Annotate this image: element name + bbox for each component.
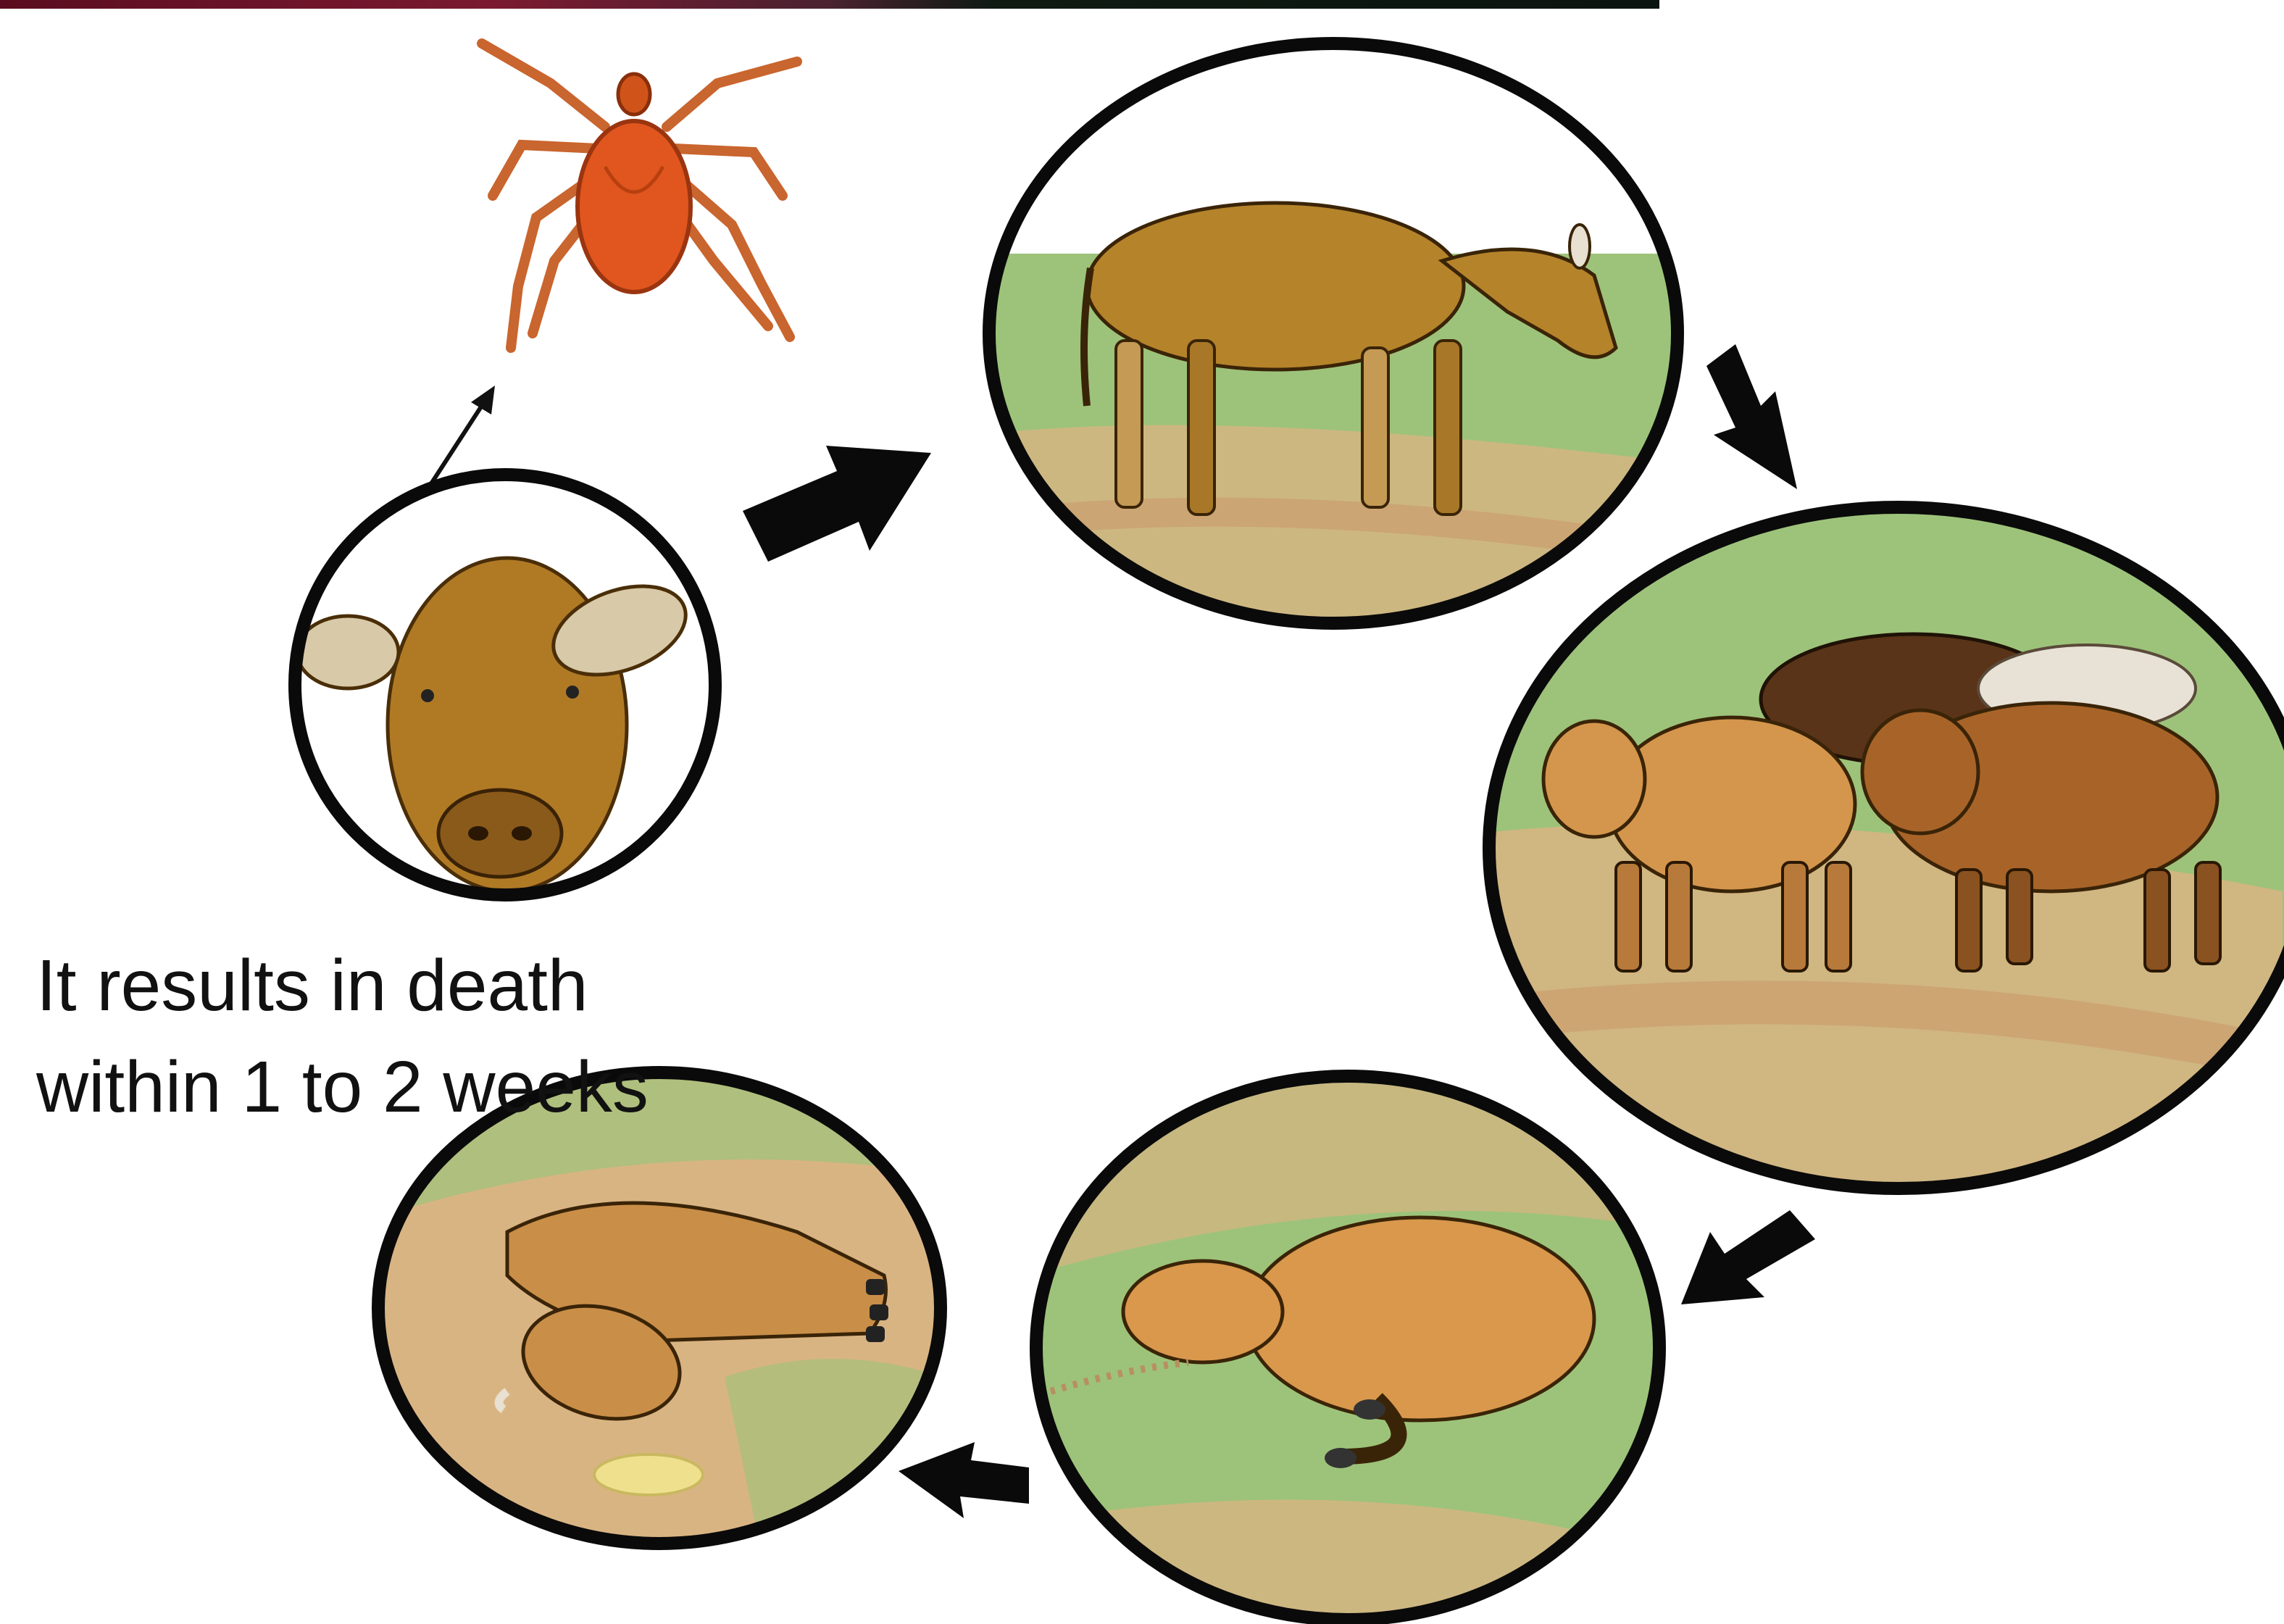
stage-2-cow-walking [978,36,1703,630]
stage-3-herd [1478,500,2284,1196]
arrow-2-down-right [1706,344,1797,489]
arrow-1-right [743,446,931,562]
arrow-3-down-left [1681,1210,1815,1304]
stage-1-infested-cow [290,471,725,906]
stage-5-cow-collapsed [377,1073,942,1551]
tick-icon [482,43,797,348]
arrow-4-left [899,1442,1029,1518]
outcome-caption: It results in death within 1 to 2 weeks [36,935,688,1138]
stage-4-cow-lying [1029,1073,1681,1623]
